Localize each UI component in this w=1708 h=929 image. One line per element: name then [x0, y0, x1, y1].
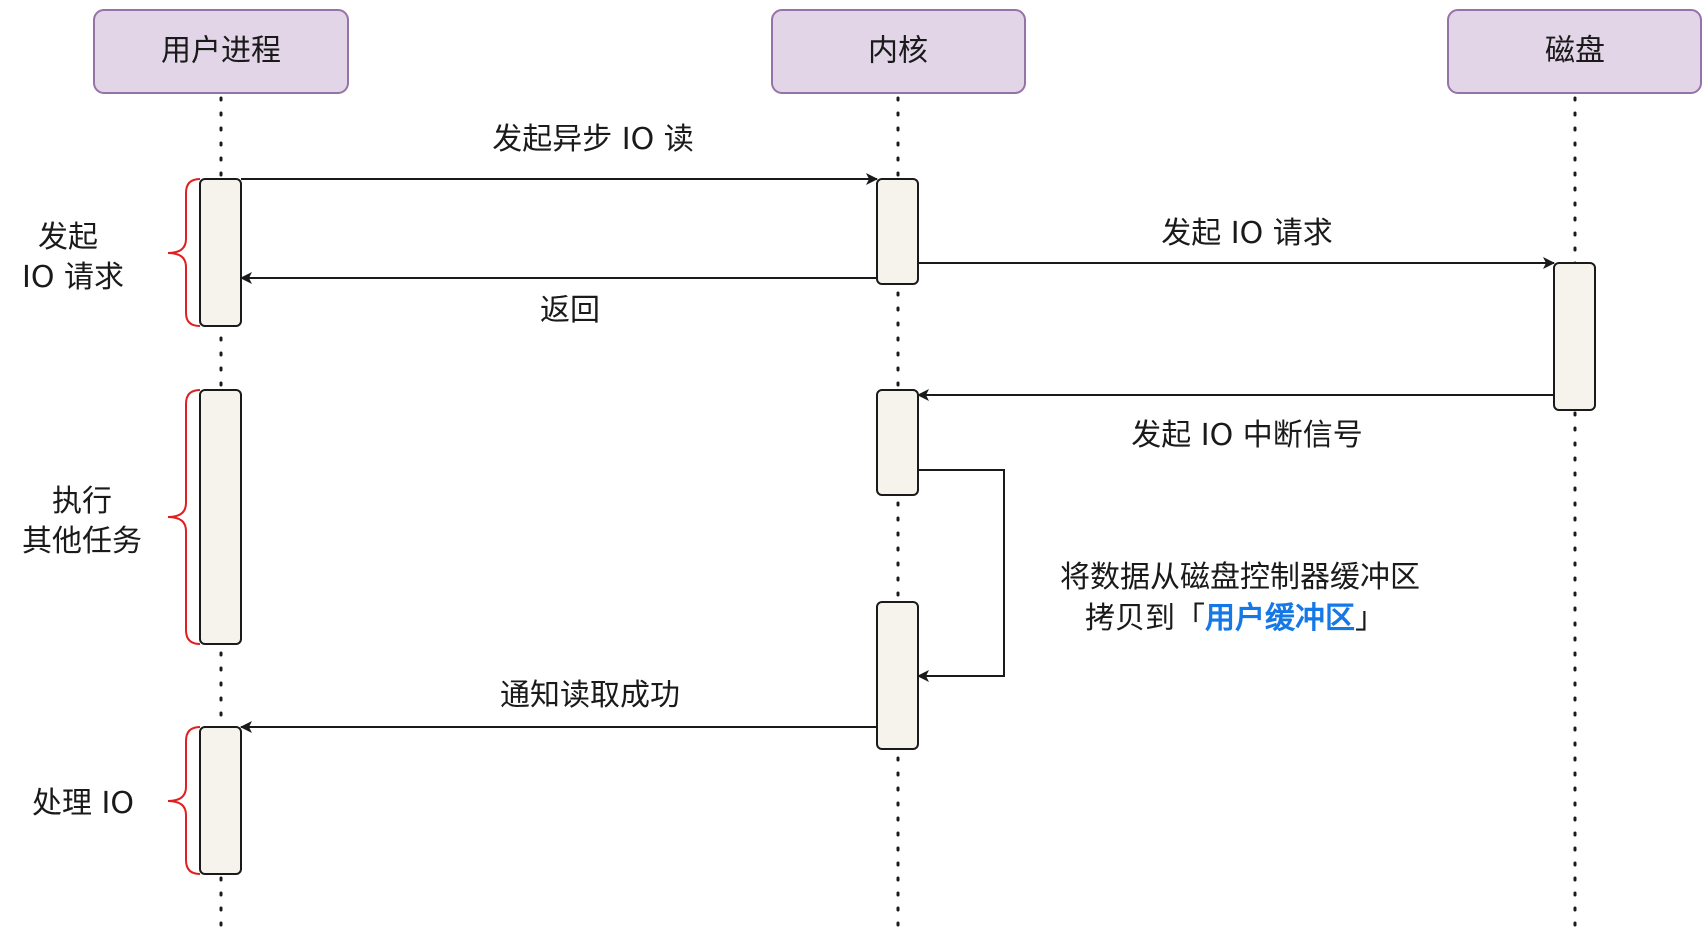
message-label-io-interrupt: 发起 IO 中断信号	[1131, 418, 1363, 453]
message-label-return: 返回	[540, 293, 600, 328]
phase-label-other-tasks-line2: 其他任务	[22, 524, 142, 559]
participant-disk: 磁盘	[1447, 9, 1702, 94]
message-label-copy-line2: 拷贝到「用户缓冲区」	[1085, 601, 1385, 636]
participant-disk-label: 磁盘	[1545, 34, 1605, 69]
phase-label-other-tasks-line1: 执行	[52, 484, 112, 519]
message-label-async-read: 发起异步 IO 读	[492, 122, 694, 157]
activation-kernel-1	[876, 178, 919, 285]
participant-kernel: 内核	[771, 9, 1026, 94]
message-label-io-request: 发起 IO 请求	[1161, 216, 1333, 251]
message-label-copy-prefix: 拷贝到「	[1085, 601, 1205, 636]
phase-label-handle-io: 处理 IO	[32, 786, 134, 821]
participant-kernel-label: 内核	[868, 34, 928, 69]
phase-brace-io-request	[167, 178, 201, 327]
phase-brace-other-tasks	[167, 389, 201, 645]
participant-user-label: 用户进程	[161, 34, 281, 69]
message-arrow-copy-data	[917, 469, 1005, 682]
activation-user-1	[199, 178, 242, 327]
participant-user: 用户进程	[93, 9, 349, 94]
activation-user-2	[199, 389, 242, 645]
message-label-copy-suffix: 」	[1355, 601, 1385, 636]
user-buffer-highlight: 用户缓冲区	[1205, 601, 1355, 636]
phase-label-io-request-line2: IO 请求	[22, 260, 124, 295]
phase-label-io-request-line1: 发起	[38, 220, 98, 255]
activation-kernel-2	[876, 389, 919, 496]
activation-disk-1	[1553, 262, 1596, 411]
message-label-copy-line1: 将数据从磁盘控制器缓冲区	[1060, 560, 1420, 595]
activation-kernel-3	[876, 601, 919, 750]
message-label-notify-success: 通知读取成功	[500, 678, 680, 713]
activation-user-3	[199, 726, 242, 875]
phase-brace-handle-io	[167, 726, 201, 875]
